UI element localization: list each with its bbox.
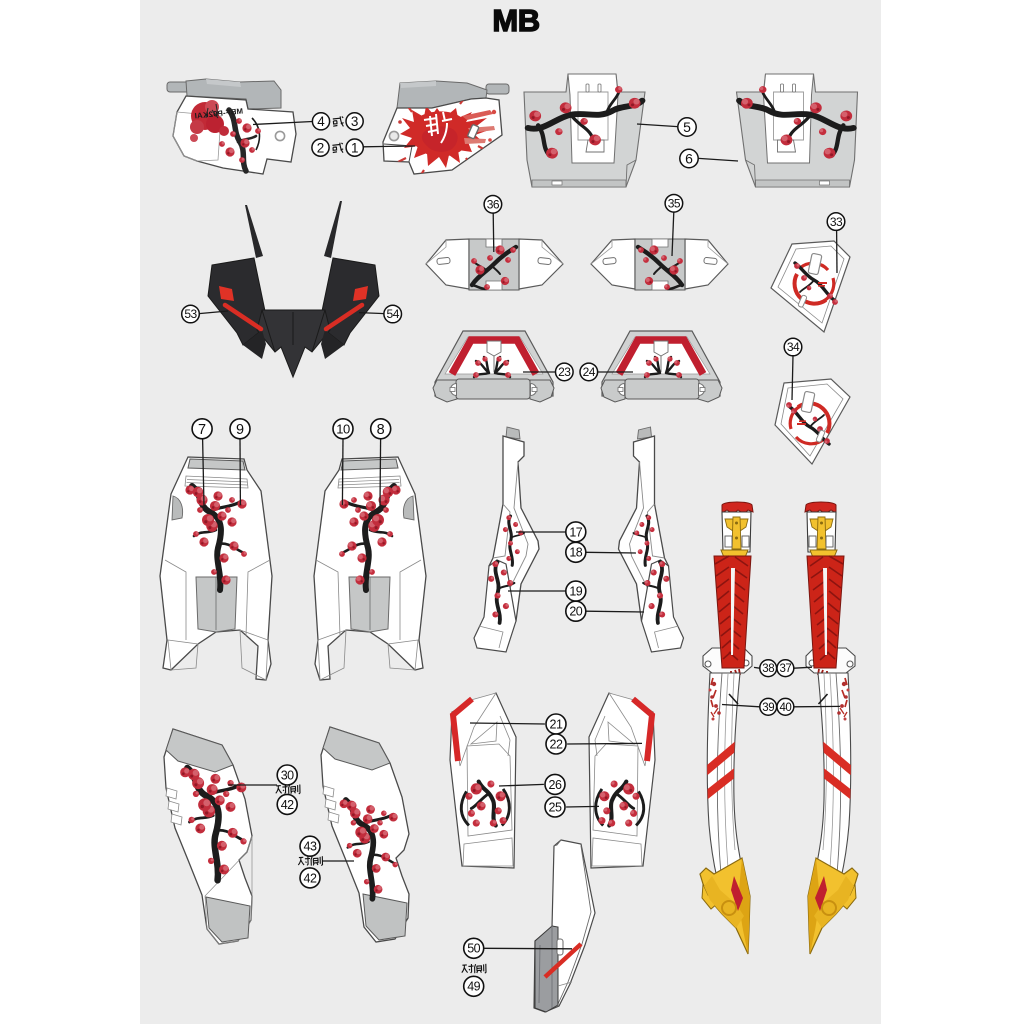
svg-text:3: 3 bbox=[351, 114, 359, 129]
svg-text:25: 25 bbox=[549, 800, 562, 814]
svg-text:23: 23 bbox=[558, 365, 571, 379]
svg-text:9: 9 bbox=[236, 422, 244, 438]
svg-text:43: 43 bbox=[304, 840, 317, 854]
svg-text:7: 7 bbox=[198, 422, 206, 438]
svg-text:20: 20 bbox=[569, 605, 582, 619]
svg-text:37: 37 bbox=[780, 663, 792, 675]
svg-text:40: 40 bbox=[780, 702, 792, 714]
svg-text:50: 50 bbox=[467, 942, 480, 956]
svg-text:53: 53 bbox=[184, 307, 197, 321]
svg-text:21: 21 bbox=[550, 717, 563, 731]
svg-text:30: 30 bbox=[281, 768, 294, 782]
svg-text:10: 10 bbox=[336, 421, 350, 436]
svg-text:36: 36 bbox=[487, 198, 500, 212]
svg-text:39: 39 bbox=[762, 702, 774, 714]
svg-text:34: 34 bbox=[787, 340, 800, 354]
svg-text:38: 38 bbox=[762, 663, 774, 675]
svg-text:26: 26 bbox=[549, 778, 562, 792]
svg-text:24: 24 bbox=[583, 365, 596, 379]
svg-text:35: 35 bbox=[668, 197, 681, 211]
svg-text:17: 17 bbox=[569, 525, 582, 539]
svg-text:2: 2 bbox=[317, 140, 325, 155]
svg-text:18: 18 bbox=[569, 546, 582, 560]
svg-text:42: 42 bbox=[304, 871, 317, 885]
svg-text:1: 1 bbox=[351, 140, 359, 155]
svg-text:33: 33 bbox=[830, 215, 843, 229]
svg-text:22: 22 bbox=[550, 737, 563, 751]
svg-text:19: 19 bbox=[569, 585, 582, 599]
svg-text:MB: MB bbox=[492, 3, 539, 38]
svg-text:42: 42 bbox=[281, 798, 294, 812]
svg-text:49: 49 bbox=[467, 980, 480, 994]
svg-text:6: 6 bbox=[685, 150, 693, 166]
svg-text:5: 5 bbox=[683, 119, 691, 135]
svg-text:4: 4 bbox=[317, 114, 325, 129]
svg-text:54: 54 bbox=[387, 307, 400, 321]
svg-text:8: 8 bbox=[377, 422, 385, 438]
